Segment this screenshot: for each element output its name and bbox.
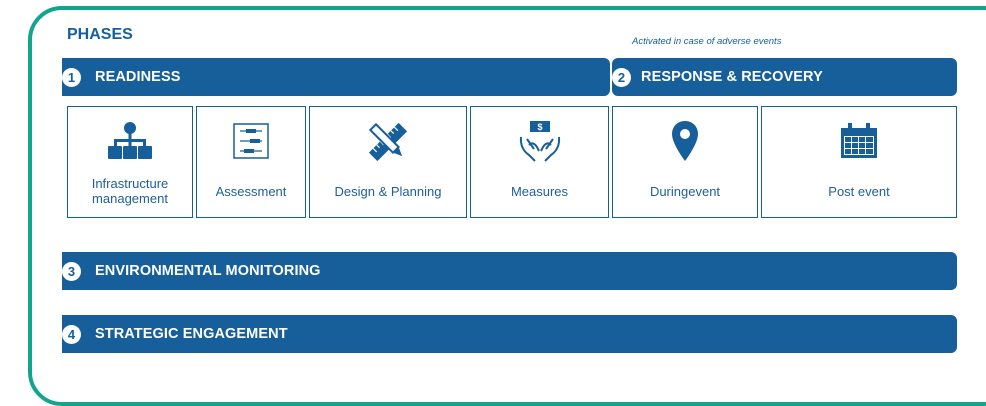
phase-bar-strategic-engagement: 4 STRATEGIC ENGAGEMENT [62, 315, 957, 353]
hands-money-icon: $ [471, 119, 608, 163]
card-label: Assessment [215, 183, 287, 199]
checklist-icon [197, 121, 305, 161]
phase-label: STRATEGIC ENGAGEMENT [95, 326, 288, 342]
card-label: Post event [828, 183, 890, 199]
card-label: Measures [510, 183, 569, 199]
card-infrastructure-management: Infrastructure management [67, 106, 193, 218]
card-label: Infrastructure management [91, 176, 169, 206]
card-design-planning: Design & Planning [309, 106, 467, 218]
card-label: Duringevent [649, 183, 721, 199]
calendar-icon [762, 123, 956, 159]
phase-label: READINESS [95, 69, 181, 85]
card-label: Design & Planning [334, 183, 442, 199]
phase-bar-response-recovery: 2 RESPONSE & RECOVERY [612, 58, 957, 96]
activation-note: Activated in case of adverse events [632, 36, 782, 47]
svg-text:$: $ [537, 122, 542, 132]
phase-number: 1 [62, 67, 81, 87]
card-during-event: Duringevent [612, 106, 758, 218]
phase-number: 2 [612, 67, 631, 87]
phase-label: ENVIRONMENTAL MONITORING [95, 263, 321, 279]
page-title: PHASES [67, 26, 133, 43]
card-assessment: Assessment [196, 106, 306, 218]
pencil-ruler-icon [310, 121, 466, 163]
phase-number: 3 [62, 261, 81, 281]
card-measures: $ Measures [470, 106, 609, 218]
phase-bar-readiness: 1 READINESS [62, 58, 610, 96]
phase-bar-environmental-monitoring: 3 ENVIRONMENTAL MONITORING [62, 252, 957, 290]
phase-label: RESPONSE & RECOVERY [641, 69, 823, 85]
card-post-event: Post event [761, 106, 957, 218]
org-chart-icon [68, 121, 192, 161]
map-pin-icon [613, 119, 757, 163]
phase-number: 4 [62, 324, 81, 344]
